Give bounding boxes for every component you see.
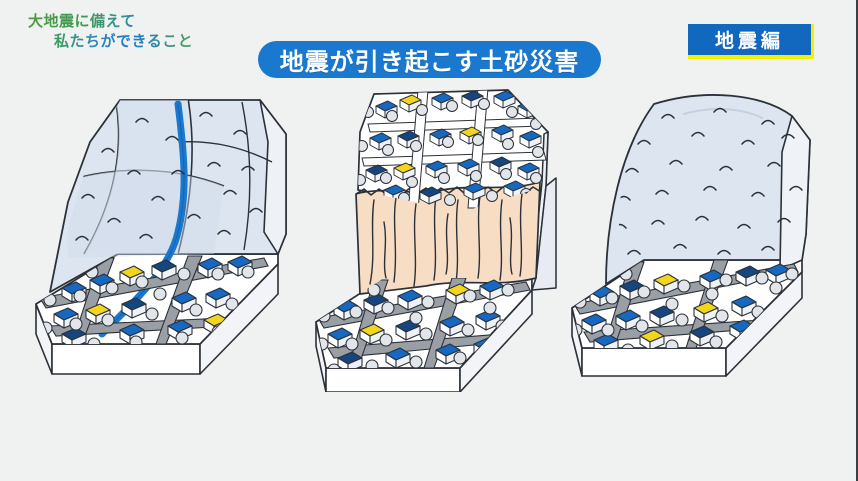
kicker-line-2: 私たちができること — [54, 32, 193, 52]
mountain-slope — [605, 94, 811, 285]
slope-tree-marks — [75, 111, 263, 241]
slope-tree-marks — [618, 107, 803, 255]
kicker-line-1: 大地震に備えて — [28, 12, 193, 32]
illustration-landslide — [312, 82, 562, 392]
kicker-heading: 大地震に備えて 私たちができること — [28, 12, 193, 53]
upper-residential-area — [358, 90, 547, 211]
illustration-normal-valley — [28, 82, 294, 382]
chapter-badge: 地震編 — [688, 24, 814, 59]
chapter-badge-text: 地震編 — [714, 31, 784, 52]
lower-town-area — [316, 278, 531, 368]
scar-cracks — [369, 193, 523, 287]
town-area — [572, 260, 799, 348]
page-title: 地震が引き起こす土砂災害 — [258, 41, 601, 78]
page-title-text: 地震が引き起こす土砂災害 — [279, 49, 580, 76]
illustration-smooth-slope — [566, 82, 836, 382]
